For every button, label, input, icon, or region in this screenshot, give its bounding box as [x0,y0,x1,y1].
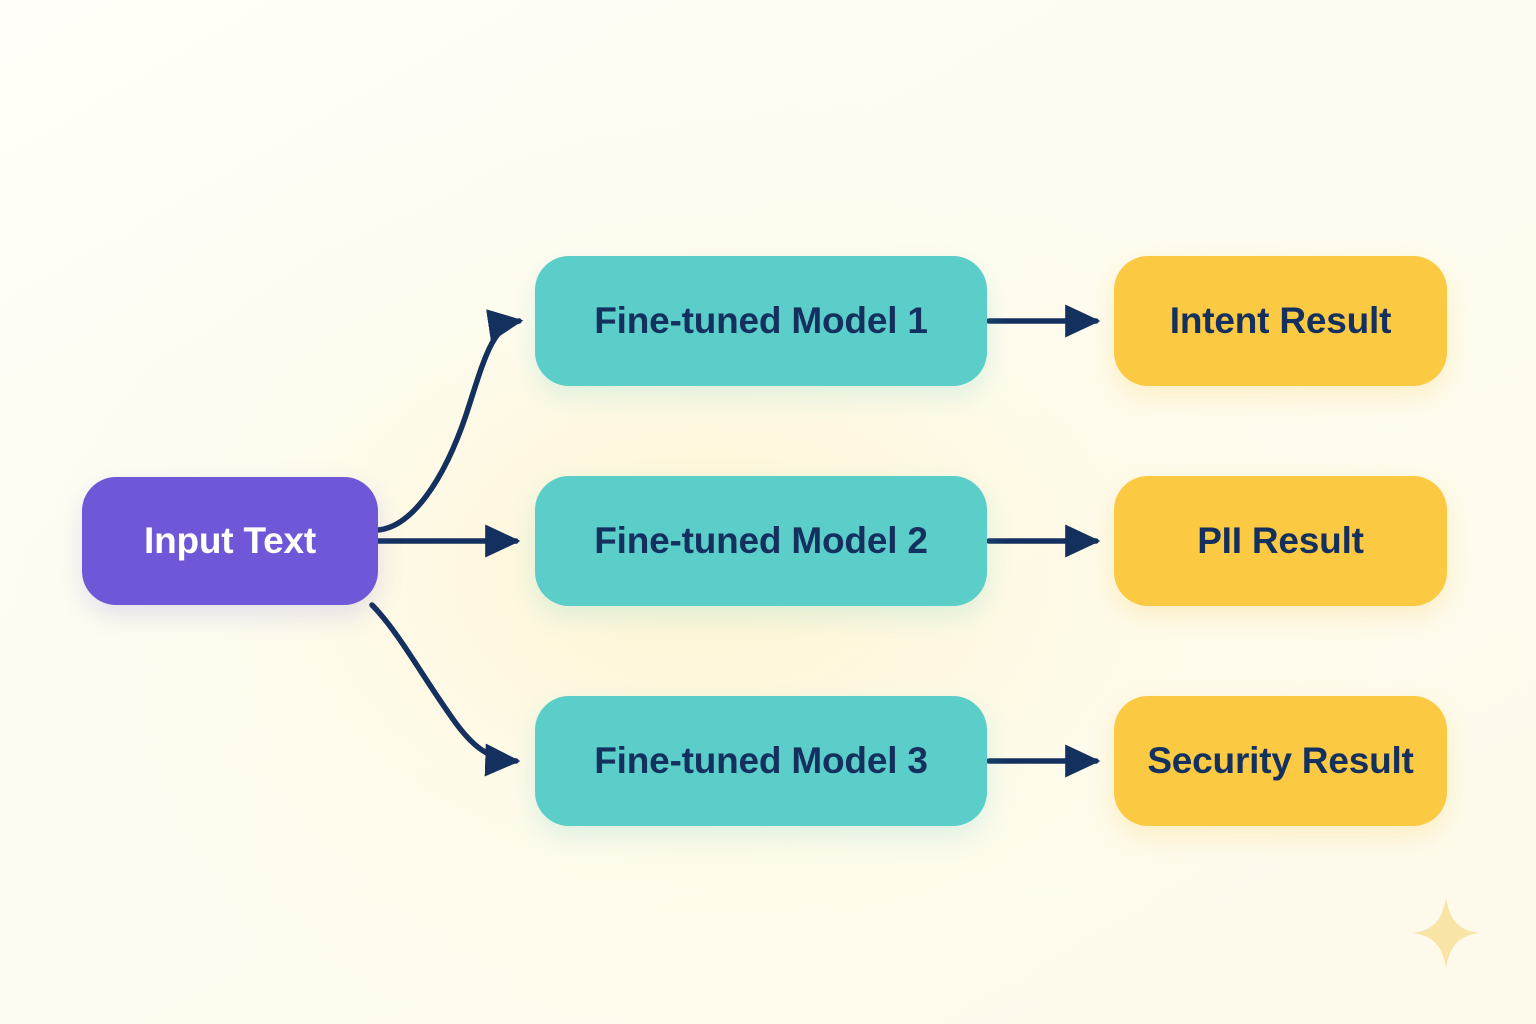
node-fine-tuned-model-2-label: Fine-tuned Model 2 [594,519,928,561]
node-pii-result-label: PII Result [1197,519,1364,561]
node-fine-tuned-model-1[interactable]: Fine-tuned Model 1 [535,256,987,386]
node-fine-tuned-model-3-label: Fine-tuned Model 3 [594,739,928,781]
node-intent-result[interactable]: Intent Result [1114,256,1447,386]
node-fine-tuned-model-2[interactable]: Fine-tuned Model 2 [535,476,987,606]
node-security-result-label: Security Result [1147,739,1414,781]
node-fine-tuned-model-3[interactable]: Fine-tuned Model 3 [535,696,987,826]
node-input-text-label: Input Text [143,519,317,561]
node-security-result[interactable]: Security Result [1114,696,1447,826]
node-input-text[interactable]: Input Text [82,477,378,605]
node-pii-result[interactable]: PII Result [1114,476,1447,606]
node-intent-result-label: Intent Result [1169,299,1392,341]
edge-input-to-model-3 [369,602,521,777]
edge-input-to-model-1 [375,309,524,533]
node-fine-tuned-model-1-label: Fine-tuned Model 1 [594,299,928,341]
